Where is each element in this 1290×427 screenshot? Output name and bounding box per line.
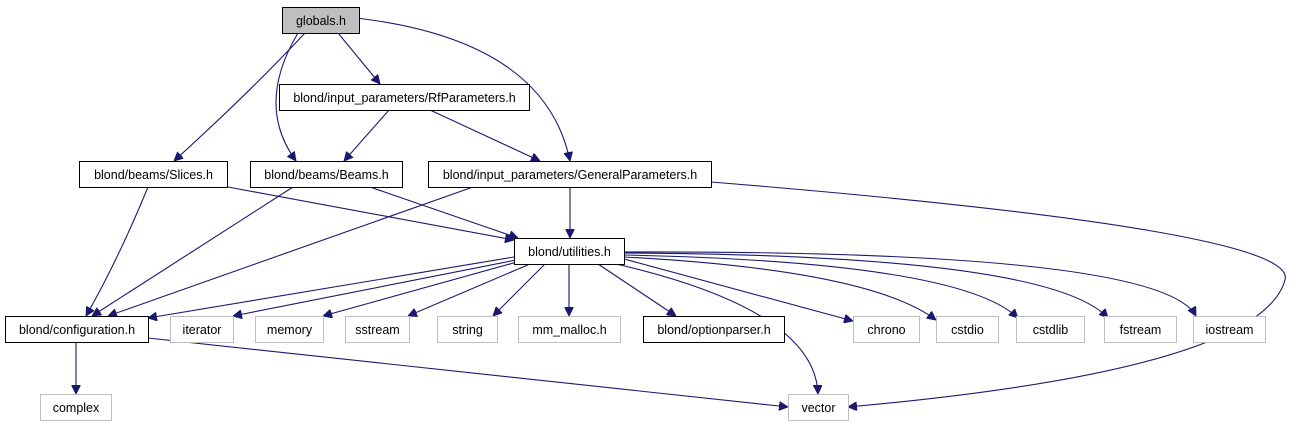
edge-utilities-to-cstdio [623, 256, 936, 320]
node-box-sstream [345, 316, 410, 343]
edge-utilities-to-iostream [623, 251, 1196, 316]
node-utilities[interactable]: blond/utilities.h [514, 238, 625, 265]
edge-globals-to-rfparams [337, 32, 380, 84]
edge-genparams-to-vector [710, 181, 1286, 407]
node-label-beams: blond/beams/Beams.h [264, 168, 388, 182]
edges-layer [76, 17, 1286, 407]
node-label-fstream: fstream [1120, 323, 1162, 337]
node-box-rfparams [279, 84, 530, 111]
node-label-complex: complex [53, 401, 100, 415]
edge-beams-to-utilities [369, 186, 518, 238]
node-vector: vector [788, 394, 849, 421]
node-label-mm_malloc: mm_malloc.h [532, 323, 606, 337]
node-label-sstream: sstream [355, 323, 399, 337]
node-label-iterator: iterator [183, 323, 222, 337]
edge-globals-to-slices [174, 32, 306, 161]
edge-rfparams-to-beams [344, 109, 390, 161]
node-globals[interactable]: globals.h [282, 7, 360, 34]
node-genparams[interactable]: blond/input_parameters/GeneralParameters… [428, 161, 712, 188]
node-label-iostream: iostream [1206, 323, 1254, 337]
node-box-mm_malloc [518, 316, 621, 343]
node-label-cstdio: cstdio [951, 323, 984, 337]
node-optparser[interactable]: blond/optionparser.h [643, 316, 785, 343]
node-box-config [5, 316, 149, 343]
node-label-utilities: blond/utilities.h [528, 245, 611, 259]
node-label-string: string [452, 323, 483, 337]
edge-globals-to-beams [275, 32, 299, 161]
node-label-genparams: blond/input_parameters/GeneralParameters… [443, 168, 697, 182]
node-slices[interactable]: blond/beams/Slices.h [79, 161, 228, 188]
edge-utilities-to-iterator [233, 259, 517, 316]
node-box-memory [255, 316, 324, 343]
node-box-cstdlib [1016, 316, 1085, 343]
node-complex: complex [40, 394, 112, 421]
node-string: string [437, 316, 498, 343]
node-box-string [437, 316, 498, 343]
edge-utilities-to-config [148, 256, 515, 318]
node-box-genparams [428, 161, 712, 188]
node-box-utilities [514, 238, 625, 265]
node-beams[interactable]: blond/beams/Beams.h [250, 161, 403, 188]
edge-utilities-to-memory [323, 261, 518, 316]
node-box-complex [40, 394, 112, 421]
node-label-slices: blond/beams/Slices.h [94, 168, 213, 182]
edge-utilities-to-fstream [623, 252, 1108, 318]
node-box-iostream [1193, 316, 1266, 343]
node-box-cstdio [936, 316, 999, 343]
node-label-rfparams: blond/input_parameters/RfParameters.h [293, 91, 515, 105]
node-box-globals [282, 7, 360, 34]
node-label-cstdlib: cstdlib [1033, 323, 1068, 337]
edge-slices-to-config [86, 186, 149, 316]
edge-utilities-to-string [493, 263, 546, 316]
node-cstdlib: cstdlib [1016, 316, 1085, 343]
nodes-layer: globals.h blond/input_parameters/RfParame… [5, 7, 1266, 421]
edge-slices-to-utilities [227, 186, 514, 240]
node-label-optparser: blond/optionparser.h [657, 323, 770, 337]
node-box-slices [79, 161, 228, 188]
edge-globals-to-genparams [355, 17, 570, 161]
node-label-config: blond/configuration.h [19, 323, 135, 337]
node-box-vector [788, 394, 849, 421]
node-label-memory: memory [267, 323, 313, 337]
node-label-globals: globals.h [296, 14, 346, 28]
edge-utilities-to-cstdlib [623, 254, 1018, 318]
edge-utilities-to-sstream [408, 263, 531, 316]
edge-genparams-to-config [108, 186, 474, 316]
node-mm_malloc: mm_malloc.h [518, 316, 621, 343]
edge-utilities-to-optparser [597, 263, 676, 316]
node-label-chrono: chrono [867, 323, 905, 337]
node-box-optparser [643, 316, 785, 343]
node-label-vector: vector [801, 401, 835, 415]
node-iterator: iterator [170, 316, 234, 343]
node-fstream: fstream [1104, 316, 1177, 343]
node-memory: memory [255, 316, 324, 343]
edge-rfparams-to-genparams [429, 109, 540, 161]
node-cstdio: cstdio [936, 316, 999, 343]
node-box-iterator [170, 316, 234, 343]
node-iostream: iostream [1193, 316, 1266, 343]
node-rfparams[interactable]: blond/input_parameters/RfParameters.h [279, 84, 530, 111]
edge-config-to-vector [147, 337, 788, 407]
node-chrono: chrono [853, 316, 920, 343]
node-box-beams [250, 161, 403, 188]
node-config[interactable]: blond/configuration.h [5, 316, 149, 343]
node-box-chrono [853, 316, 920, 343]
edge-utilities-to-chrono [623, 258, 853, 321]
node-box-fstream [1104, 316, 1177, 343]
edge-beams-to-config [92, 186, 294, 316]
node-sstream: sstream [345, 316, 410, 343]
